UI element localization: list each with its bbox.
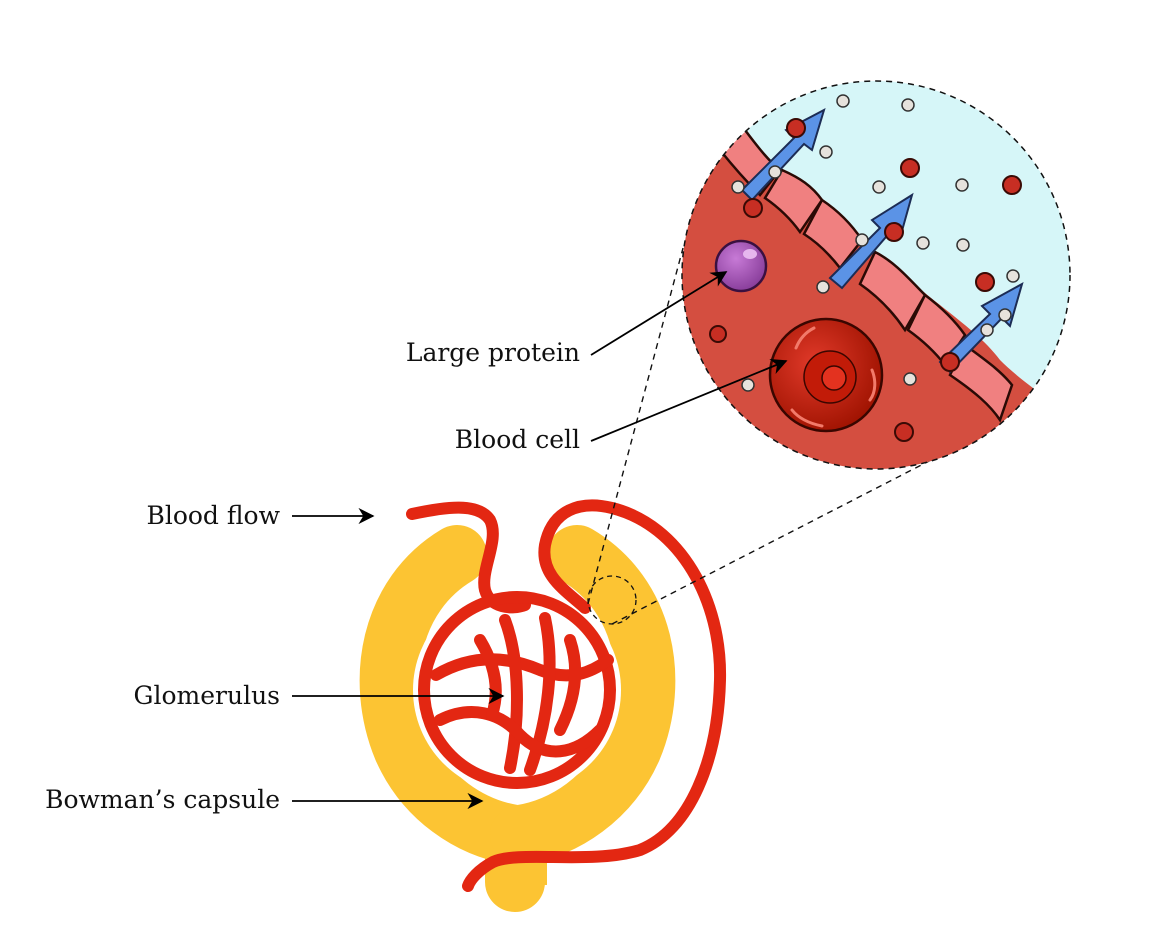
label-blood-flow: Blood flow <box>146 501 375 530</box>
label-blood-cell: Blood cell <box>455 359 788 454</box>
label-glomerulus: Glomerulus <box>134 681 505 710</box>
blood-cell-icon <box>768 317 884 433</box>
label-large-protein-text: Large protein <box>406 338 580 367</box>
small-molecules-red <box>709 118 1022 442</box>
magnified-view-border <box>681 80 1071 470</box>
glomerulus-capillaries <box>406 499 727 892</box>
large-protein-icon <box>714 239 768 293</box>
zoom-line-left <box>587 247 684 605</box>
label-bowmans-capsule: Bowman’s capsule <box>45 785 484 814</box>
zoom-line-right <box>611 457 936 625</box>
label-large-protein: Large protein <box>406 271 728 367</box>
epithelial-cells <box>718 128 1014 423</box>
label-bowmans-capsule-text: Bowman’s capsule <box>45 785 280 814</box>
label-blood-flow-text: Blood flow <box>146 501 280 530</box>
label-blood-cell-text: Blood cell <box>455 425 580 454</box>
small-molecules-white <box>731 94 1020 392</box>
label-glomerulus-text: Glomerulus <box>134 681 281 710</box>
magnified-view <box>682 81 1070 469</box>
